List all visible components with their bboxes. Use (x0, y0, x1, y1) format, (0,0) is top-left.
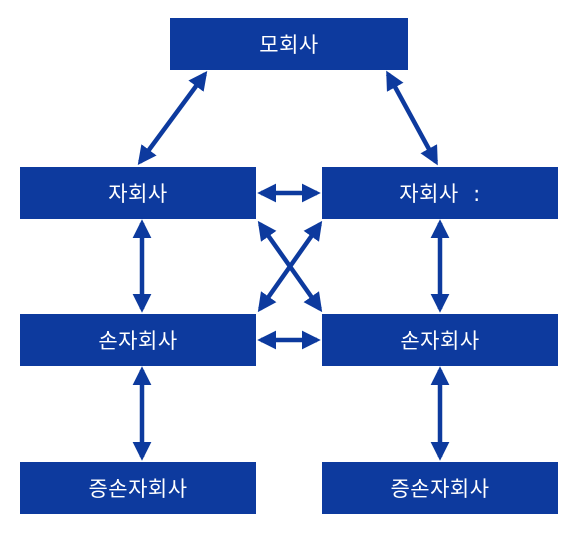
left-subsidiary-label: 자회사 (108, 182, 168, 206)
right-grandchild-box: 손자회사 (322, 314, 558, 366)
arrow-right-subsidiary-to-left-grandchild (257, 220, 323, 313)
arrow-parent-to-right-subsidiary (386, 70, 438, 166)
right-great-grandchild-box: 증손자회사 (322, 462, 558, 514)
right-subsidiary-box: 자회사 : (322, 167, 558, 219)
left-great-grandchild-box: 증손자회사 (20, 462, 256, 514)
left-grandchild-label: 손자회사 (98, 329, 178, 353)
right-grandchild-label: 손자회사 (400, 329, 480, 353)
arrow-parent-to-left-subsidiary (137, 70, 208, 166)
left-great-grandchild-label: 증손자회사 (88, 477, 188, 501)
left-subsidiary-box: 자회사 (20, 167, 256, 219)
right-subsidiary-label: 자회사 : (399, 182, 481, 206)
right-great-grandchild-label: 증손자회사 (390, 477, 490, 501)
parent-company-box: 모회사 (170, 18, 408, 70)
left-grandchild-box: 손자회사 (20, 314, 256, 366)
parent-company-label: 모회사 (259, 33, 319, 57)
